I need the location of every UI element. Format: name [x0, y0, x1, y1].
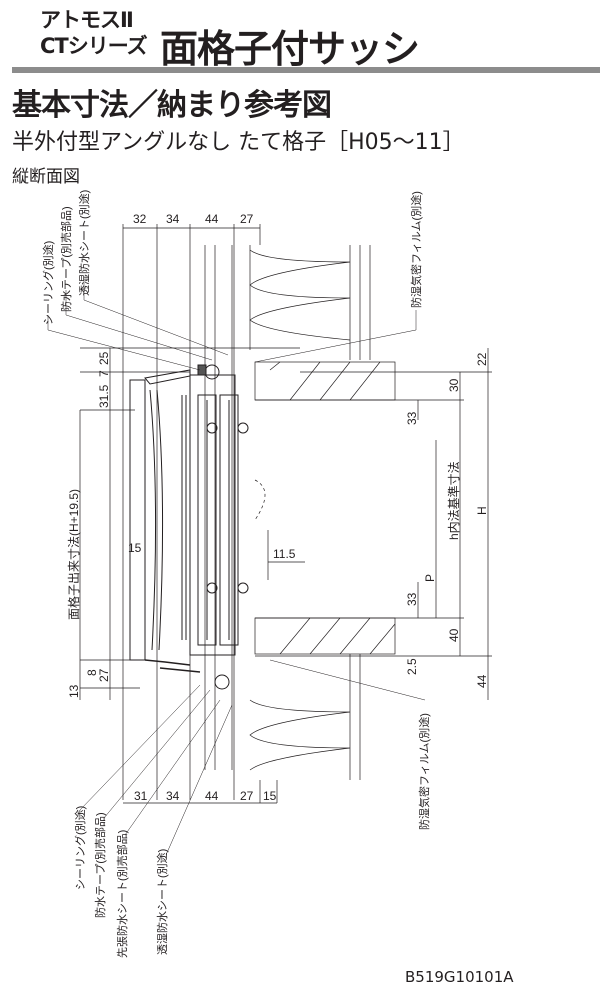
dim-left-15: 15 [128, 541, 142, 555]
series-name: CTシリーズ [40, 34, 148, 58]
insulation [249, 249, 351, 771]
dim-right-44: 44 [475, 674, 489, 688]
callout-leaders [47, 280, 426, 856]
dim-bottom-4: 27 [240, 789, 254, 803]
sash-frame [189, 364, 249, 690]
dim-left-31-5: 31.5 [97, 384, 111, 408]
dim-left-8: 8 [85, 669, 99, 676]
drawing-label: 縦断面図 [12, 167, 80, 187]
callout-breathable-sheet-bottom: 透湿防水シート(別途) [155, 849, 169, 955]
center-arc [254, 479, 266, 521]
dim-bottom-3: 44 [205, 789, 219, 803]
dim-right-33-top: 33 [405, 411, 419, 425]
callout-sealing-top: シーリング(別途) [41, 241, 55, 325]
dim-right-33-bottom: 33 [405, 592, 419, 606]
dim-P: P [423, 574, 437, 582]
variant-label: 半外付型アングルなし たて格子［H05〜11］ [12, 130, 465, 155]
drawing-code: B519G10101A [405, 968, 514, 986]
wall-lines [204, 245, 371, 780]
section-title: 基本寸法／納まり参考図 [12, 88, 332, 123]
right-dimension-lines [255, 348, 492, 700]
head-board [254, 361, 396, 401]
callout-breathable-sheet-top: 透湿防水シート(別途) [77, 190, 91, 296]
dim-top-3: 44 [205, 212, 219, 226]
dim-top-1: 32 [133, 212, 147, 226]
dim-bottom-5: 15 [263, 789, 277, 803]
callout-waterproof-tape-top: 防水テープ(別売部品) [59, 206, 73, 312]
dim-grille-height: 面格子出来寸法(H+19.5) [66, 489, 81, 620]
dim-right-30: 30 [447, 378, 461, 392]
dim-top-2: 34 [166, 212, 180, 226]
dim-inner-height: h内法基準寸法 [446, 461, 461, 540]
top-dimension-line [122, 224, 261, 800]
sill-board [254, 617, 396, 655]
dim-right-2-5: 2.5 [405, 658, 419, 675]
dim-left-27: 27 [97, 668, 111, 682]
callout-pre-waterproof-sheet: 先張防水シート(別売部品) [115, 830, 129, 958]
dim-right-40: 40 [447, 628, 461, 642]
dim-bottom-2: 34 [166, 789, 180, 803]
callout-waterproof-tape-bottom: 防水テープ(別売部品) [93, 812, 107, 918]
dim-left-13: 13 [67, 684, 81, 698]
dim-right-11-5: 11.5 [273, 547, 296, 561]
dim-top-4: 27 [240, 212, 254, 226]
dim-bottom-1: 31 [134, 789, 148, 803]
grille [129, 369, 201, 673]
bottom-dimension-line [123, 780, 278, 804]
callout-vapor-film-bottom: 防湿気密フィルム(別途) [417, 713, 431, 830]
dim-H: H [475, 506, 489, 515]
left-dimension-lines [79, 347, 300, 700]
callout-vapor-film-top: 防湿気密フィルム(別途) [409, 191, 423, 308]
brand-name: アトモスⅡ [40, 8, 134, 32]
dim-right-22: 22 [475, 352, 489, 366]
callout-sealing-bottom: シーリング(別途) [73, 806, 87, 890]
dim-left-25: 25 [97, 351, 111, 365]
title-rule [12, 67, 600, 73]
page-title: 面格子付サッシ [160, 27, 420, 71]
dim-left-7: 7 [97, 370, 111, 377]
